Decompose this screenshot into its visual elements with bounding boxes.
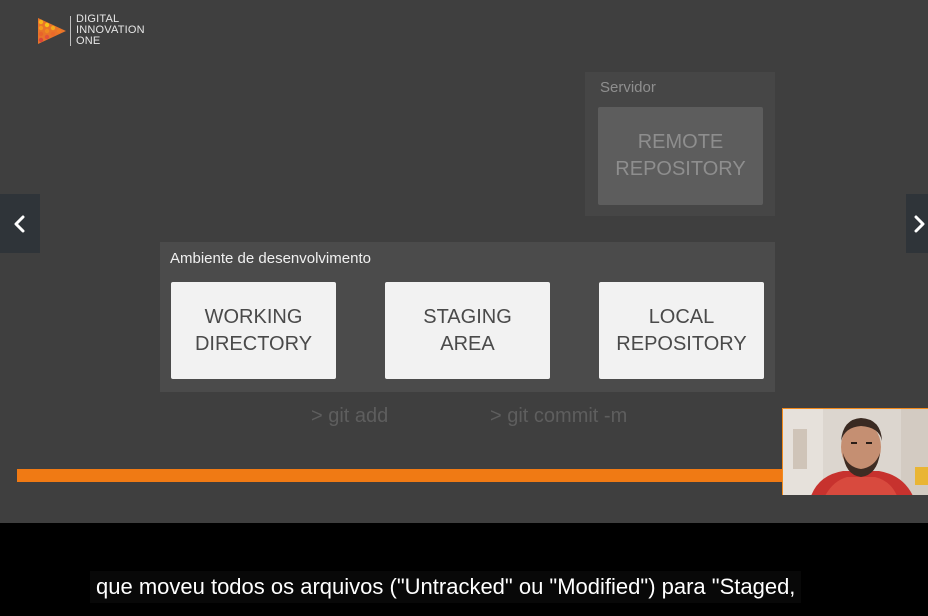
local-repository-line-1: LOCAL bbox=[648, 305, 715, 328]
digital-innovation-one-logo: DIGITAL INNOVATION ONE bbox=[36, 12, 156, 52]
slide-progress-bar bbox=[17, 469, 783, 482]
git-add-command: > git add bbox=[311, 405, 389, 427]
subtitle-caption: que moveu todos os arquivos ("Untracked"… bbox=[90, 571, 802, 603]
presenter-webcam-image bbox=[783, 409, 928, 495]
remote-repository-line-1: REMOTE bbox=[637, 131, 724, 153]
server-panel: Servidor REMOTE REPOSITORY bbox=[585, 72, 775, 216]
logo-line-2: INNOVATION bbox=[76, 24, 145, 36]
logo-line-1: DIGITAL bbox=[76, 13, 120, 25]
staging-area-line-2: AREA bbox=[440, 332, 495, 355]
next-slide-button[interactable] bbox=[906, 194, 928, 253]
logo-line-3: ONE bbox=[76, 35, 101, 47]
remote-repository-box: REMOTE REPOSITORY bbox=[598, 107, 763, 205]
logo-mark-icon bbox=[38, 18, 66, 44]
working-directory-line-2: DIRECTORY bbox=[194, 332, 313, 355]
staging-area-line-1: STAGING bbox=[423, 305, 512, 328]
caption-bar: que moveu todos os arquivos ("Untracked"… bbox=[0, 523, 928, 616]
presenter-webcam bbox=[782, 408, 928, 495]
git-commit-command: > git commit -m bbox=[490, 405, 628, 427]
development-environment-panel: Ambiente de desenvolvimento WORKING DIRE… bbox=[160, 242, 775, 392]
chevron-right-icon bbox=[914, 215, 925, 232]
working-directory-box: WORKING DIRECTORY bbox=[171, 282, 336, 379]
environment-label: Ambiente de desenvolvimento bbox=[170, 250, 371, 267]
working-directory-line-1: WORKING bbox=[204, 305, 303, 328]
logo-wordmark: DIGITAL INNOVATION ONE bbox=[76, 14, 145, 47]
previous-slide-button[interactable] bbox=[0, 194, 40, 253]
staging-area-box: STAGING AREA bbox=[385, 282, 550, 379]
remote-repository-line-2: REPOSITORY bbox=[615, 158, 746, 180]
local-repository-line-2: REPOSITORY bbox=[616, 332, 747, 355]
server-label: Servidor bbox=[600, 79, 656, 96]
chevron-left-icon bbox=[14, 215, 25, 232]
slide: DIGITAL INNOVATION ONE Servidor REMOTE R… bbox=[0, 0, 928, 523]
local-repository-box: LOCAL REPOSITORY bbox=[599, 282, 764, 379]
logo-divider bbox=[70, 16, 71, 46]
